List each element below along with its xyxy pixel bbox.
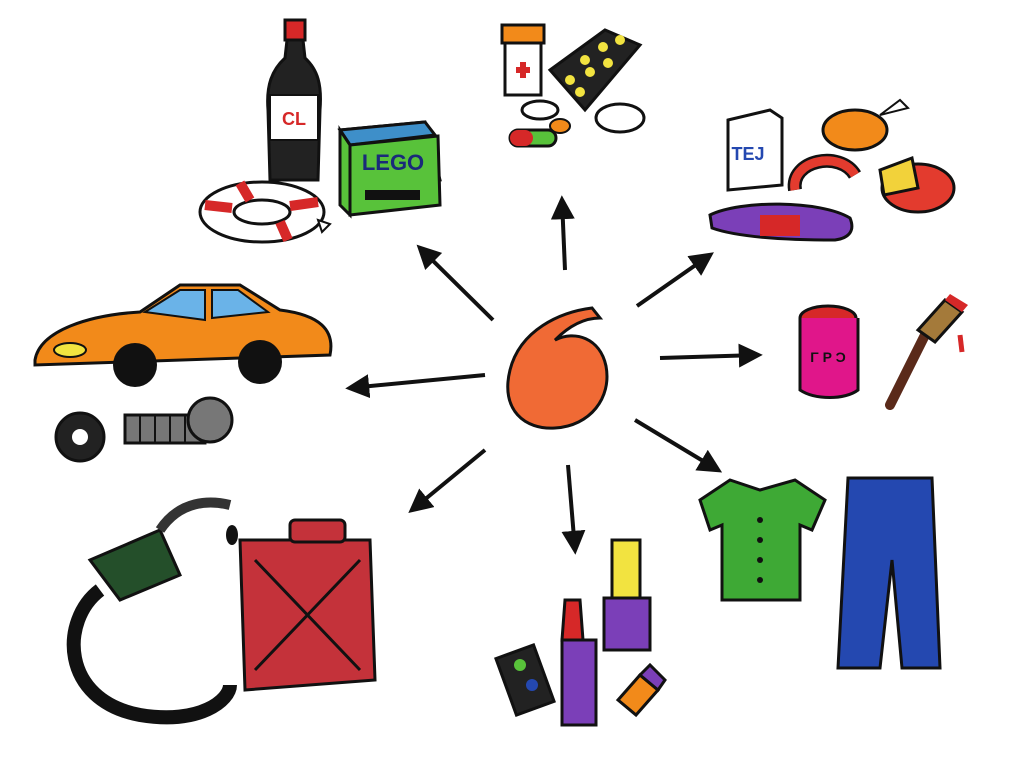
blister-pack [547,28,643,113]
shirt [698,478,827,602]
arrow-medicine [550,195,575,271]
pills [508,99,646,148]
jeans [836,476,942,670]
perfume [615,662,667,718]
fuel-nozzle [66,497,238,725]
cola-bottle: CL [266,18,322,182]
car [33,283,333,387]
center-symbol [506,306,609,430]
paint-brush-icon [885,294,968,410]
bolt-icon [123,396,234,445]
lego-box: LEGO [337,120,442,219]
arrow-clothes [633,418,723,473]
arrows [345,195,763,555]
lifebuoy-icon [198,180,332,244]
cola-logo: CL [282,109,306,129]
arrow-car [345,373,486,399]
arrow-cosmetics [561,464,586,555]
paint-label: Γ P Ͻ [810,349,845,365]
paint-can: Γ P Ͻ [798,304,860,399]
lego-label: LEGO [362,150,424,175]
chicken [821,98,910,152]
cheese [878,155,956,214]
center-shape [506,306,609,430]
lipstick [560,598,598,727]
nut-icon [54,411,106,463]
salami [708,202,854,242]
eyeshadow [494,643,556,717]
pill-bottle [500,23,546,97]
arrow-fuel [408,448,487,514]
fuel-canister [238,518,377,692]
arrow-toys [416,244,495,322]
nail-polish [602,538,652,652]
arrow-paint [659,343,763,368]
sausage-ring [787,153,861,192]
arrow-food [635,252,714,308]
milk-label: TEJ [731,144,764,164]
milk-carton: TEJ [726,108,784,192]
